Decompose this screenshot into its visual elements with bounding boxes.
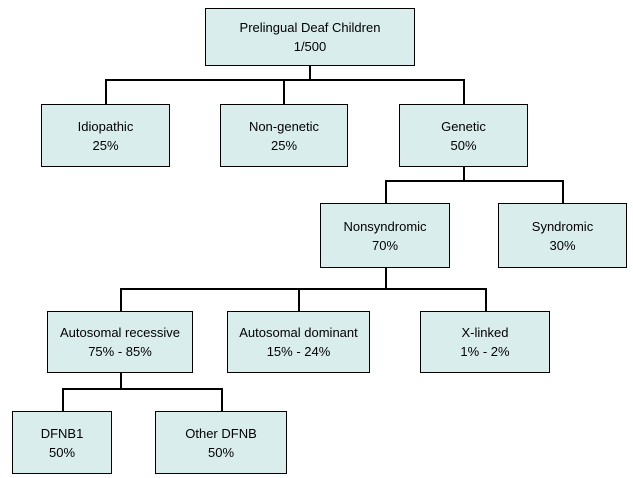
node-label: Genetic: [441, 118, 486, 134]
connector-level4-bus: [62, 388, 222, 390]
connector-drop-x-linked: [485, 288, 487, 312]
node-label: Nonsyndromic: [343, 218, 427, 234]
node-label: X-linked: [461, 325, 509, 340]
node-nonsyndromic: Nonsyndromic 70%: [320, 203, 450, 268]
connector-root-riser: [309, 66, 311, 80]
connector-recessive-riser: [120, 373, 122, 389]
connector-level2-bus: [385, 180, 564, 182]
connector-drop-autosomal-dominant: [298, 288, 300, 312]
node-value: 50%: [48, 444, 76, 460]
node-label: Prelingual Deaf Children: [239, 20, 381, 35]
node-dfnb1: DFNB1 50%: [12, 411, 112, 474]
node-label: Autosomal dominant: [239, 325, 358, 340]
node-label: Syndromic: [531, 218, 594, 234]
connector-nonsyndromic-riser: [385, 268, 387, 289]
connector-drop-autosomal-recessive: [120, 288, 122, 312]
node-label: DFNB1: [40, 425, 84, 441]
connector-drop-nonsyndromic: [385, 180, 387, 204]
node-label: Other DFNB: [185, 425, 257, 441]
connector-drop-genetic: [463, 79, 465, 105]
connector-drop-syndromic: [562, 180, 564, 204]
node-value: 15% - 24%: [266, 344, 331, 359]
node-autosomal-recessive: Autosomal recessive 75% - 85%: [47, 311, 193, 373]
node-value: 25%: [270, 137, 298, 153]
node-non-genetic: Non-genetic 25%: [220, 104, 348, 167]
connector-drop-dfnb1: [62, 388, 64, 412]
connector-level1-bus: [105, 79, 465, 81]
node-value: 25%: [92, 137, 119, 153]
connector-level3-bus: [120, 288, 486, 290]
connector-genetic-riser: [463, 167, 465, 181]
node-prelingual-deaf-children: Prelingual Deaf Children 1/500: [205, 8, 415, 66]
connector-drop-other-dfnb: [221, 388, 223, 412]
node-other-dfnb: Other DFNB 50%: [155, 411, 287, 474]
node-label: Autosomal recessive: [60, 325, 180, 340]
node-genetic: Genetic 50%: [399, 104, 528, 167]
node-value: 1% - 2%: [460, 344, 510, 359]
node-x-linked: X-linked 1% - 2%: [420, 311, 550, 373]
node-value: 30%: [549, 237, 576, 253]
node-autosomal-dominant: Autosomal dominant 15% - 24%: [227, 311, 370, 373]
node-syndromic: Syndromic 30%: [498, 203, 627, 268]
node-value: 50%: [207, 444, 235, 460]
node-value: 75% - 85%: [88, 344, 152, 359]
node-value: 50%: [450, 137, 477, 153]
node-label: Idiopathic: [77, 118, 134, 134]
connector-drop-idiopathic: [105, 79, 107, 105]
node-value: 70%: [371, 237, 399, 253]
node-label: Non-genetic: [248, 118, 320, 134]
connector-drop-non-genetic: [283, 79, 285, 105]
node-idiopathic: Idiopathic 25%: [41, 104, 170, 167]
node-value: 1/500: [293, 39, 327, 54]
